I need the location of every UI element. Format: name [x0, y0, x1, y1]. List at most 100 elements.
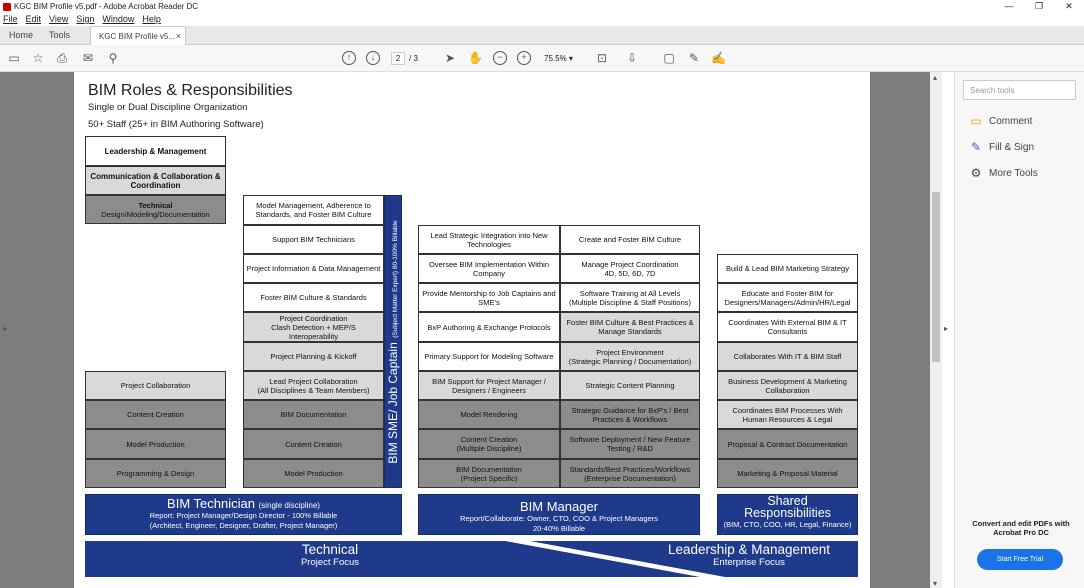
vertical-scrollbar[interactable] — [930, 72, 942, 588]
tool-fill-sign-label: Fill & Sign — [989, 141, 1035, 153]
mgr-left-cell: Oversee BIM Implementation Within Compan… — [418, 254, 560, 283]
scrollbar-thumb[interactable] — [932, 192, 940, 362]
bim-manager-title: BIM Manager — [519, 499, 599, 514]
menu-edit[interactable]: Edit — [25, 14, 42, 24]
highlight-pen-icon[interactable]: ✎ — [688, 51, 700, 65]
mgr-right-line: Project Environment — [596, 347, 664, 357]
zoom-in-icon[interactable]: + — [517, 51, 531, 65]
tab-document[interactable]: KGC BIM Profile v5...× — [90, 26, 186, 45]
window-title: KGC BIM Profile v5.pdf - Adobe Acrobat R… — [14, 2, 199, 11]
mgr-left-cell: Lead Strategic Integration into New Tech… — [418, 225, 560, 254]
enterprise-focus-sub: Enterprise Focus — [713, 557, 785, 568]
close-button[interactable]: ✕ — [1065, 1, 1073, 11]
tab-home[interactable]: Home — [9, 30, 34, 40]
next-page-icon[interactable]: ↓ — [366, 51, 380, 65]
bim-manager-line1: Report/Collaborate: Owner, CTO, COO & Pr… — [460, 514, 658, 523]
sme-cell: Support BIM Technicians — [243, 225, 384, 254]
bim-technician-small: (single discipline) — [258, 501, 320, 510]
menu-window[interactable]: Window — [102, 14, 135, 24]
mgr-left-cell: Model Rendering — [418, 400, 560, 429]
tool-more[interactable]: ⚙More Tools — [969, 166, 1038, 180]
mgr-left-line: (Multiple Discipline) — [456, 444, 522, 453]
mgr-right-cell: Software Deployment / New Feature Testin… — [560, 429, 700, 459]
shared-cell: Collaborates With IT & BIM Staff — [717, 342, 858, 371]
technical-focus-title: Technical — [301, 542, 359, 557]
mgr-right-line: (Enterprise Documentation) — [584, 473, 676, 483]
bim-technician-line1: Report: Project Manager/Design Director … — [149, 511, 338, 520]
shared-cell: Business Development & Marketing Collabo… — [717, 371, 858, 400]
mgr-right-cell: Project Environment(Strategic Planning /… — [560, 342, 700, 371]
sme-vertical-banner: BIM SME/ Job Captain (Subject Matter Exp… — [384, 195, 402, 488]
mgr-left-cell: BxP Authoring & Exchange Protocols — [418, 312, 560, 342]
mgr-right-cell: Create and Foster BIM Culture — [560, 225, 700, 254]
focus-bar — [85, 541, 858, 577]
email-icon[interactable]: ✉ — [82, 51, 94, 65]
menu-help[interactable]: Help — [142, 14, 161, 24]
sme-cell: Content Creation — [243, 429, 384, 459]
menu-view[interactable]: View — [49, 14, 69, 24]
page-fit-icon[interactable]: ⊡ — [596, 51, 608, 65]
hand-tool-icon[interactable]: ✋ — [468, 51, 483, 65]
start-trial-button[interactable]: Start Free Trial — [977, 549, 1063, 570]
mgr-left-cell: BIM Documentation(Project Specific) — [418, 459, 560, 488]
technical-focus: Technical Project Focus — [85, 542, 575, 568]
mgr-right-line: (Multiple Discipline & Staff Positions) — [569, 297, 691, 307]
enterprise-focus: Leadership & Management Enterprise Focus — [644, 542, 854, 568]
sign-icon[interactable]: ✍ — [711, 51, 726, 65]
shared-cell: Build & Lead BIM Marketing Strategy — [717, 254, 858, 283]
minimize-button[interactable]: — — [1004, 1, 1014, 11]
zoom-select[interactable]: 75.5% ▾ — [544, 52, 582, 65]
page-number-input[interactable]: 2 — [391, 52, 405, 65]
search-icon[interactable]: ⚲ — [108, 51, 118, 65]
menu-file[interactable]: File — [3, 14, 18, 24]
tab-tools[interactable]: Tools — [49, 30, 71, 40]
enterprise-focus-title: Leadership & Management — [667, 542, 831, 557]
search-tools-input[interactable]: Search tools — [963, 80, 1076, 100]
tool-comment-label: Comment — [989, 115, 1033, 127]
mgr-right-cell: Software Training at All Levels(Multiple… — [560, 283, 700, 312]
tool-fill-sign[interactable]: ✎ Fill & Sign — [969, 140, 1034, 154]
menu-sign[interactable]: Sign — [76, 14, 95, 24]
legend-technical-title: Technical — [138, 200, 173, 210]
scroll-up-icon[interactable]: ▴ — [933, 73, 938, 82]
promo-text: Convert and edit PDFs with Acrobat Pro D… — [972, 519, 1070, 537]
sme-cell-line: Project Coordination — [279, 313, 348, 323]
bookmark-star-icon[interactable]: ☆ — [32, 51, 44, 65]
mgr-right-line: (Strategic Planning / Documentation) — [568, 356, 692, 366]
shared-cell: Educate and Foster BIM for Designers/Man… — [717, 283, 858, 312]
comment-icon[interactable]: ▢ — [663, 51, 675, 65]
zoom-out-icon[interactable]: − — [493, 51, 507, 65]
bim-technician-banner: BIM Technician (single discipline) Repor… — [85, 494, 402, 535]
mgr-left-line: (Project Specific) — [460, 473, 518, 483]
sme-cell: BIM Documentation — [243, 400, 384, 429]
fill-sign-icon: ✎ — [970, 140, 982, 154]
tab-bar: Home Tools KGC BIM Profile v5...× — [0, 26, 1084, 45]
mgr-right-cell: Strategic Content Planning — [560, 371, 700, 400]
shared-cell: Marketing & Proposal Material — [717, 459, 858, 488]
right-panel-toggle-icon[interactable]: ▸ — [944, 324, 949, 333]
shared-line1: (BIM, CTO, COO, HR, Legal, Finance) — [723, 520, 852, 529]
sme-cell: Lead Project Collaboration(All Disciplin… — [243, 371, 384, 400]
zoom-value: 75.5% — [544, 54, 567, 63]
mgr-left-cell: BIM Support for Project Manager / Design… — [418, 371, 560, 400]
save-icon[interactable]: ▭ — [8, 51, 20, 65]
tab-close-icon[interactable]: × — [175, 31, 181, 41]
menu-bar: File Edit View Sign Window Help — [0, 13, 1084, 25]
tool-comment[interactable]: ▭Comment — [969, 114, 1032, 128]
left-panel-toggle-icon[interactable]: ▸ — [3, 324, 8, 333]
sme-vertical-title: BIM SME/ Job Captain — [386, 341, 400, 464]
scroll-mode-icon[interactable]: ⇩ — [626, 51, 638, 65]
tab-document-label: KGC BIM Profile v5... — [99, 32, 176, 41]
select-cursor-icon[interactable]: ➤ — [444, 51, 456, 65]
legend-communication: Communication & Collaboration & Coordina… — [85, 166, 226, 195]
scroll-down-icon[interactable]: ▾ — [933, 579, 938, 588]
print-icon[interactable]: ⎙ — [57, 51, 67, 65]
shared-title-1: Shared — [767, 494, 808, 508]
shared-cell: Coordinates BIM Processes With Human Res… — [717, 400, 858, 429]
toolbar: ▭ ☆ ⎙ ✉ ⚲ ↑ ↓ 2 / 3 ➤ ✋ − + 75.5% ▾ ⊡ ⇩ … — [0, 45, 1084, 72]
maximize-button[interactable]: ❐ — [1034, 1, 1044, 11]
prev-page-icon[interactable]: ↑ — [342, 51, 356, 65]
sme-cell: Project Information & Data Management — [243, 254, 384, 283]
